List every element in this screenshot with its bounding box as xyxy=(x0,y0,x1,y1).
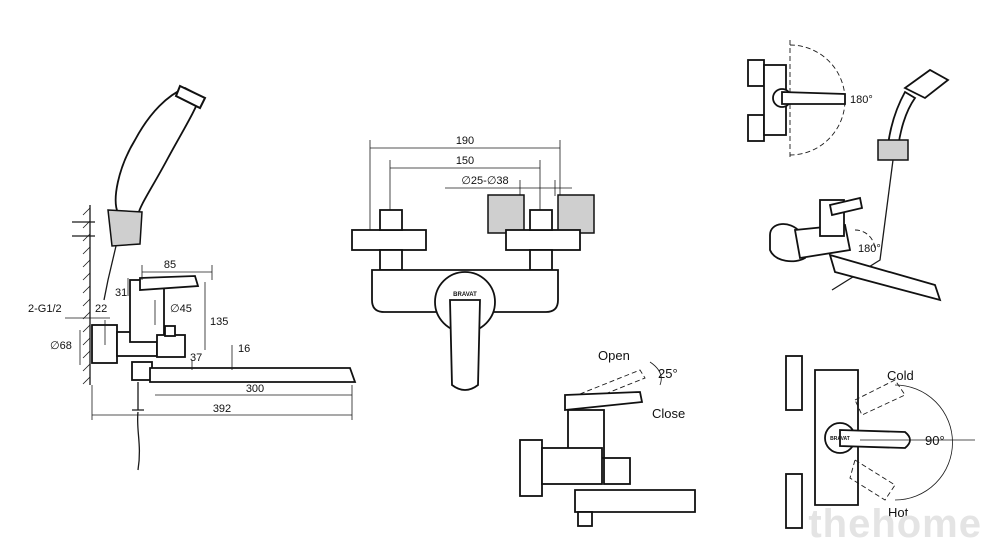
dim-d45: ∅45 xyxy=(170,303,192,315)
lever-hot-ghost xyxy=(849,459,896,501)
bottom-knob xyxy=(747,114,765,142)
temp-view: Cold 90° Hot BRAVAT xyxy=(785,355,975,529)
dim-392: 392 xyxy=(213,403,231,415)
temp-top-knob xyxy=(785,355,803,411)
side-view: 85 31 135 2-G1/2 22 ∅45 ∅68 37 16 300 39… xyxy=(28,84,357,471)
watermark: thehome xyxy=(808,502,982,546)
dim-300: 300 xyxy=(246,383,264,395)
angle-arrow xyxy=(649,361,662,386)
dim-85: 85 xyxy=(164,259,176,271)
wall-hatch xyxy=(82,207,91,385)
temp-logo: BRAVAT xyxy=(830,436,850,442)
dim-135: 135 xyxy=(210,316,228,328)
label-cold: Cold xyxy=(887,368,914,383)
left-flange xyxy=(351,229,427,251)
label-open: Open xyxy=(598,348,630,363)
dim-37: 37 xyxy=(190,352,202,364)
side-lever xyxy=(139,275,200,291)
hose-lower xyxy=(136,411,141,471)
diverter-side xyxy=(603,457,631,485)
connector-side xyxy=(541,447,603,485)
label-180-rot: 180° xyxy=(850,94,873,106)
label-180-iso: 180° xyxy=(858,243,881,255)
iso-shower-head xyxy=(903,68,950,100)
shower-head xyxy=(174,84,207,110)
spout-outlet xyxy=(577,511,593,527)
label-close: Close xyxy=(652,406,685,421)
iso-spout xyxy=(828,253,942,302)
right-connector xyxy=(529,249,553,271)
iso-holder xyxy=(877,139,909,161)
wall-flange-side xyxy=(519,439,543,497)
right-wall-block xyxy=(557,194,595,234)
shower-holder xyxy=(107,209,143,247)
front-logo: BRAVAT xyxy=(453,292,477,298)
label-hot: Hot xyxy=(888,505,909,520)
diverter-box xyxy=(156,334,186,358)
top-knob xyxy=(747,59,765,87)
lever-closed xyxy=(564,391,644,411)
iso-view: 180° xyxy=(769,68,950,302)
spout xyxy=(149,367,357,383)
rotation-view: 180° xyxy=(747,40,873,160)
dim-22: 22 xyxy=(95,303,107,315)
dim-d68: ∅68 xyxy=(50,340,72,352)
left-wall-block xyxy=(487,194,525,234)
right-nut xyxy=(529,209,553,231)
left-connector xyxy=(379,249,403,271)
dim-190: 190 xyxy=(456,135,474,147)
side-dim-lines xyxy=(65,265,353,420)
lever-cold-ghost xyxy=(854,379,906,416)
iso-lever xyxy=(828,196,864,217)
temp-bottom-knob xyxy=(785,473,803,529)
front-lever xyxy=(449,299,481,391)
diverter-knob xyxy=(164,325,176,337)
hand-shower xyxy=(114,87,202,216)
right-flange xyxy=(505,229,581,251)
dim-16: 16 xyxy=(238,343,250,355)
hose-outlet xyxy=(132,382,144,411)
lever-rot xyxy=(781,91,846,105)
spout-side xyxy=(574,489,696,513)
label-25deg: 25° xyxy=(658,366,678,381)
lever-open-ghost xyxy=(564,369,646,409)
lever-view: Open Close 25° xyxy=(519,348,696,527)
dim-150: 150 xyxy=(456,155,474,167)
iso-arc xyxy=(854,229,876,251)
rotation-arc xyxy=(789,44,846,156)
temp-arc xyxy=(894,384,953,501)
label-90deg: 90° xyxy=(925,433,945,448)
front-view: 190 150 ∅25-∅38 BRAVAT xyxy=(351,135,595,391)
dim-31: 31 xyxy=(115,287,127,299)
left-nut xyxy=(379,209,403,231)
wall-flange xyxy=(91,324,118,364)
holder-screws xyxy=(72,221,95,237)
iso-hose xyxy=(831,159,894,291)
spout-base xyxy=(131,361,153,381)
dim-range: ∅25-∅38 xyxy=(461,175,508,187)
temp-lever xyxy=(839,429,911,449)
hose-upper xyxy=(103,245,117,301)
dim-thread: 2-G1/2 xyxy=(28,303,62,315)
